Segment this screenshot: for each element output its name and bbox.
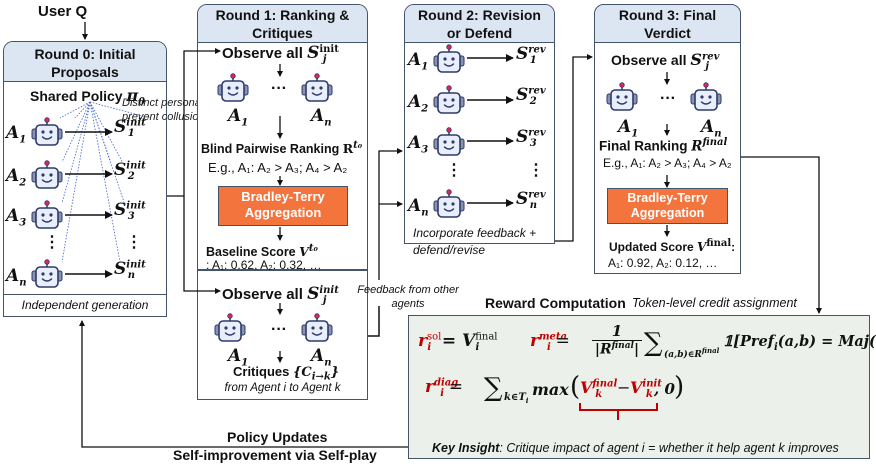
feedback-note: Feedback from other agents <box>357 284 459 310</box>
sum-symbol: ∑ <box>644 328 663 358</box>
final-ranking-label: Final Ranking Rfinal <box>599 137 728 155</box>
round2-title: Round 2: Revision or Defend <box>405 5 554 43</box>
round3-observe-label: Observe all Srevj <box>611 50 720 72</box>
reward-box <box>408 315 870 459</box>
agent-a1-label: A1 <box>618 117 639 140</box>
round3-title: Round 3: Final Verdict <box>595 5 740 43</box>
max-operator: max <box>532 380 569 399</box>
round1-critique-box <box>197 270 368 400</box>
round2-panel: Round 2: Revision or Defend <box>404 4 555 244</box>
agent-a1-label: A1 <box>228 346 249 369</box>
connector-r0-r1 <box>167 48 221 197</box>
meta-fraction: 1 |Rfinal| <box>592 322 642 358</box>
ellipsis: ··· <box>271 80 287 97</box>
user-query-label: User Q <box>38 3 88 20</box>
self-play-label: Self-improvement via Self-play <box>173 447 377 463</box>
r-diag-formula: rdiagi = <box>425 377 464 400</box>
agent-an-label: An <box>701 117 722 140</box>
max-tail: , 0 <box>654 380 675 398</box>
baseline-score-label: Baseline Score Vt₀ <box>206 243 318 260</box>
ranking-example: E.g., A₁: A₂ > A₃; A₄ > A₂ <box>208 160 348 175</box>
shared-policy-label: Shared Policy πθ <box>30 86 145 108</box>
output-s3-rev: Srev3 <box>516 127 546 150</box>
output-s1-init: Sinit1 <box>114 117 146 140</box>
connector-r3-reward <box>741 156 822 314</box>
agent-a1-label: A1 <box>6 123 27 146</box>
critiques-caption: from Agent i to Agent k <box>224 382 341 394</box>
vdots: ⋮ <box>126 234 142 251</box>
minus-sign: − <box>617 378 631 397</box>
round1-title: Round 1: Ranking & Critiques <box>198 5 367 43</box>
agent-an-label: An <box>408 196 429 219</box>
agent-a2-label: A2 <box>408 92 429 115</box>
final-ranking-example: E.g., A₁: A₂ > A₃; A₄ > A₂ <box>603 156 732 170</box>
bradley-terry-box-round1: Bradley-Terry Aggregation <box>218 186 348 226</box>
round1-observe-label-2: Observe all Sinitj <box>222 284 339 306</box>
updated-score-values: A₁: 0.92, A₂: 0.12, … <box>608 256 718 270</box>
ellipsis: ··· <box>660 90 676 107</box>
sum-range: (a,b)∈Rfinal <box>664 346 720 360</box>
output-s2-rev: Srev2 <box>516 85 546 108</box>
paren-open: ( <box>570 372 581 402</box>
agent-an-label: An <box>311 106 332 129</box>
output-sn-rev: Srevn <box>516 189 546 212</box>
agent-an-label: An <box>311 346 332 369</box>
paren-close: ) <box>674 372 685 402</box>
critiques-label: Critiques {Ci→k} <box>233 364 340 383</box>
connector-r0-r1b <box>183 196 221 294</box>
round0-panel: Round 0: Initial Proposals <box>3 41 167 295</box>
policy-updates-label: Policy Updates <box>227 429 328 445</box>
connector-feedback <box>368 306 380 337</box>
persona-fan-lines <box>59 101 151 263</box>
round0-caption: Independent generation <box>21 298 149 312</box>
reward-title: Reward Computation <box>485 295 626 311</box>
output-s2-init: Sinit2 <box>114 160 146 183</box>
vdots: ⋮ <box>528 162 544 179</box>
output-s3-init: Sinit3 <box>114 200 146 223</box>
round0-title: Round 0: Initial Proposals <box>4 42 166 82</box>
round1-observe-label: Observe all Sinitj <box>222 43 339 65</box>
policy-update-loop <box>79 320 408 448</box>
agent-a1-label: A1 <box>408 50 429 73</box>
meta-indicator: 𝟙[Prefi(a,b) = Maj(a,b)] <box>723 333 876 353</box>
diag-sum-range: k∈Ti <box>504 392 529 405</box>
reward-subtitle: Token-level credit assignment <box>632 296 797 310</box>
red-brace <box>579 403 658 420</box>
agent-a2-label: A2 <box>6 166 27 189</box>
round0-caption-box: Independent generation <box>3 295 167 317</box>
r-sol-formula: rmetasoli = Vfinali <box>418 331 498 354</box>
baseline-values: : A₁: 0.62, A₂: 0.32, … <box>206 258 322 272</box>
sum-symbol: ∑ <box>484 373 503 403</box>
round2-caption: Incorporate feedback + defend/revise <box>413 226 537 257</box>
output-sn-init: Sinitn <box>114 259 146 282</box>
v-final-k: Vfinalk <box>580 378 618 401</box>
blind-ranking-label: Blind Pairwise Ranking Rt₀ <box>201 140 363 157</box>
bradley-terry-box-round3: Bradley-Terry Aggregation <box>607 188 728 224</box>
agent-a1-label: A1 <box>228 106 249 129</box>
agent-an-label: An <box>6 266 27 289</box>
updated-score-label: Updated Score Vfinal: <box>609 238 736 254</box>
r-meta-formula: rmetai = <box>530 331 570 354</box>
connector-r2-r3 <box>555 54 593 242</box>
v-init-k: Vinitk <box>630 378 662 401</box>
vdots: ⋮ <box>446 162 462 179</box>
ellipsis: ··· <box>271 321 287 338</box>
agent-a3-label: A3 <box>6 206 27 229</box>
key-insight: Key Insight: Critique impact of agent i … <box>432 441 839 455</box>
vdots: ⋮ <box>44 234 60 251</box>
output-s1-rev: Srev1 <box>516 44 546 67</box>
agent-a3-label: A3 <box>408 133 429 156</box>
